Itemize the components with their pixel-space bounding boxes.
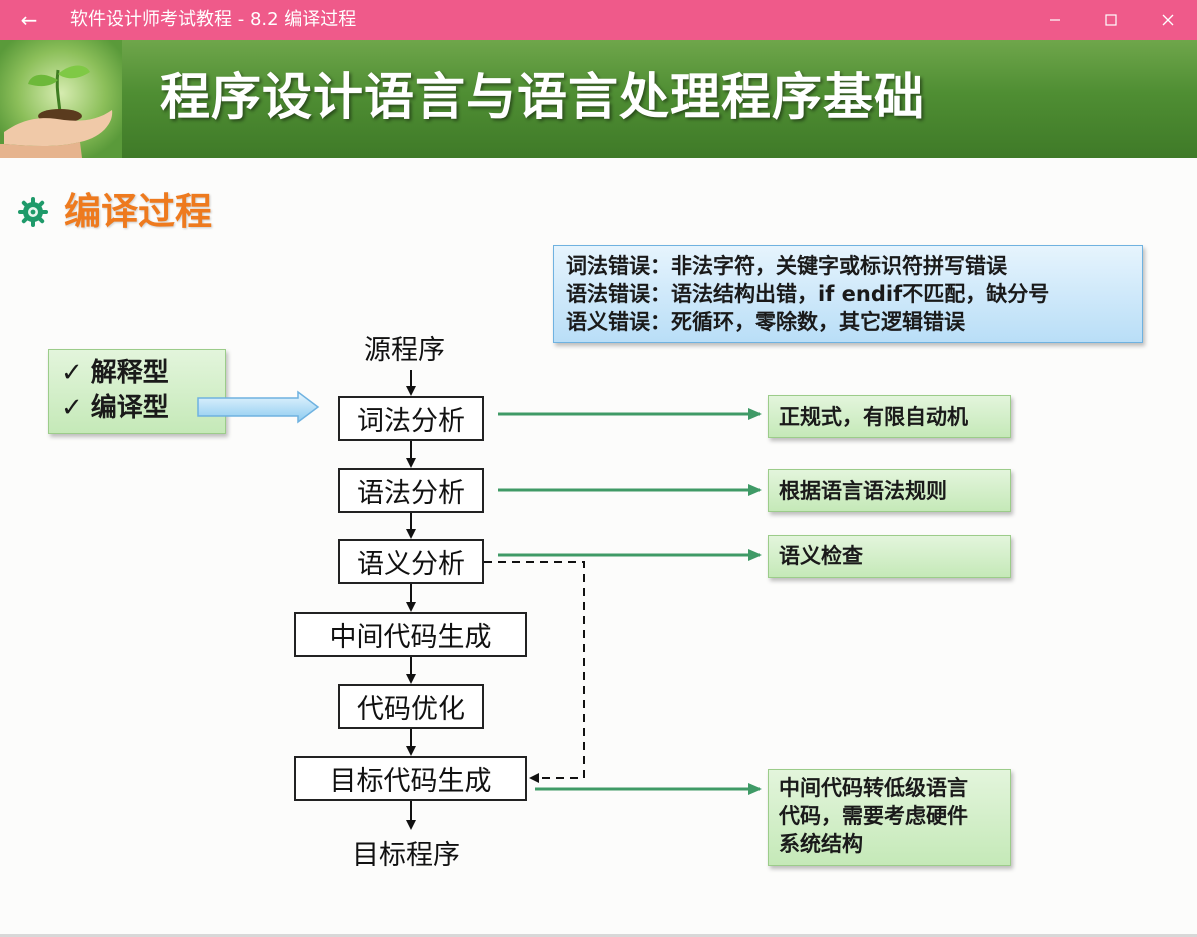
code-optimization-step: 代码优化 <box>338 684 484 729</box>
slide-banner: 程序设计语言与语言处理程序基础 <box>0 40 1197 158</box>
syntax-analysis-step: 语法分析 <box>338 468 484 513</box>
minimize-icon <box>1050 19 1060 21</box>
lexical-analysis-step: 词法分析 <box>338 396 484 441</box>
back-arrow-icon[interactable]: ← <box>20 8 38 32</box>
window-title: 软件设计师考试教程 - 8.2 编译过程 <box>70 9 357 30</box>
compiled-label: 编译型 <box>90 393 169 423</box>
source-program-label: 源程序 <box>364 335 445 366</box>
window-titlebar: ← 软件设计师考试教程 - 8.2 编译过程 <box>0 0 1197 40</box>
target-program-label: 目标程序 <box>352 840 460 871</box>
type-to-lexical-arrow <box>197 390 320 424</box>
gear-bullet-icon <box>18 197 48 227</box>
banner-title: 程序设计语言与语言处理程序基础 <box>160 67 925 126</box>
lexical-note: 正规式，有限自动机 <box>768 395 1011 438</box>
maximize-button[interactable] <box>1083 0 1139 40</box>
interpreted-label: 解释型 <box>90 358 169 388</box>
lexical-error-line: 词法错误：非法字符，关键字或标识符拼写错误 <box>566 254 1007 278</box>
semantic-note: 语义检查 <box>768 535 1011 578</box>
semantic-analysis-step: 语义分析 <box>338 539 484 584</box>
check-icon: ✓ <box>61 393 83 423</box>
lexical-note-text: 正规式，有限自动机 <box>779 405 968 429</box>
section-title: 编译过程 <box>64 189 212 233</box>
compiled-item: ✓编译型 <box>61 391 225 426</box>
syntax-note: 根据语言语法规则 <box>768 469 1011 512</box>
language-type-callout: ✓解释型 ✓编译型 <box>48 349 226 434</box>
minimize-button[interactable] <box>1027 0 1083 40</box>
semantic-to-codegen-dashed-arrow <box>484 561 585 783</box>
codegen-note-line: 代码，需要考虑硬件 <box>779 804 968 828</box>
close-button[interactable] <box>1140 0 1196 40</box>
window-bottom-border <box>0 934 1197 937</box>
codegen-note: 中间代码转低级语言 代码，需要考虑硬件 系统结构 <box>768 769 1011 866</box>
check-icon: ✓ <box>61 358 83 388</box>
syntax-error-line: 语法错误：语法结构出错，if endif不匹配，缺分号 <box>566 282 1050 306</box>
seedling-hands-image <box>0 40 122 158</box>
codegen-note-line: 中间代码转低级语言 <box>779 776 968 800</box>
syntax-note-text: 根据语言语法规则 <box>779 479 947 503</box>
maximize-icon <box>1105 14 1117 26</box>
semantic-note-text: 语义检查 <box>779 544 863 568</box>
interpreted-item: ✓解释型 <box>61 356 225 391</box>
semantic-error-line: 语义错误：死循环，零除数，其它逻辑错误 <box>566 310 965 334</box>
intermediate-code-step: 中间代码生成 <box>294 612 527 657</box>
error-types-callout: 词法错误：非法字符，关键字或标识符拼写错误 语法错误：语法结构出错，if end… <box>553 245 1143 343</box>
codegen-note-line: 系统结构 <box>779 832 863 856</box>
target-code-step: 目标代码生成 <box>294 756 527 801</box>
close-icon <box>1162 14 1174 26</box>
